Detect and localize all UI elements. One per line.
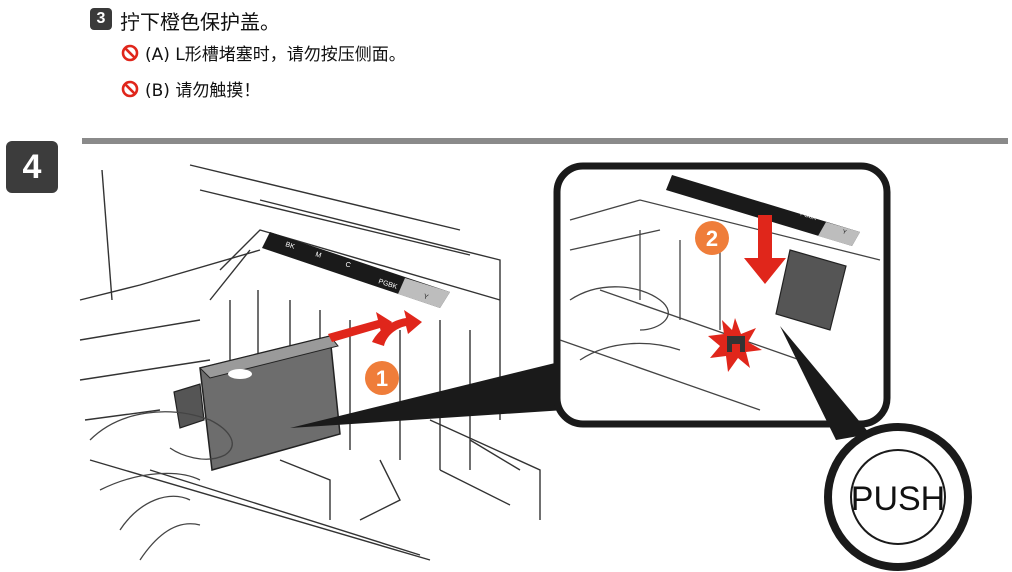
zoom-slot-label-c: C [769, 199, 776, 206]
warning-a-text: (A) L形槽堵塞时，请勿按压侧面。 [145, 45, 406, 65]
hand-outline [89, 411, 233, 561]
step-3-badge: 3 [90, 8, 112, 30]
zoom-inset: BK M C PGBK Y 2 [553, 162, 891, 428]
push-label: PUSH [851, 480, 945, 518]
slot-label-strip: BK M C PGBK Y [262, 232, 450, 308]
push-down-arrow-icon [744, 215, 786, 284]
slot-label-bk: BK [284, 241, 295, 251]
zoom-slot-label-bk: BK [709, 181, 718, 189]
prohibited-icon [121, 44, 139, 61]
prohibited-icon [121, 80, 139, 97]
zoom-pointer [290, 352, 600, 428]
zoom-slot-label-pgbk: PGBK [799, 211, 817, 222]
ink-cartridge [173, 335, 341, 471]
callout-1: 1 [365, 361, 399, 395]
slot-label-c: C [344, 261, 351, 269]
step-4-badge: 4 [6, 141, 58, 193]
slot-label-m: M [314, 251, 322, 260]
slot-label-y: Y [422, 293, 429, 301]
callout-2-label: 2 [706, 226, 718, 251]
callout-1-label: 1 [376, 366, 388, 391]
zoom-slot-label-m: M [739, 190, 746, 197]
warning-b-text: (B) 请勿触摸！ [145, 81, 261, 101]
section-divider [82, 138, 1008, 144]
step-3-instruction: 拧下橙色保护盖。 [120, 10, 280, 34]
click-burst-icon [708, 318, 762, 372]
warning-a: (A) L形槽堵塞时，请勿按压侧面。 [121, 40, 406, 65]
zoom-slot-label-y: Y [841, 229, 847, 236]
push-callout: PUSH [780, 326, 972, 571]
step-4-number: 4 [22, 147, 42, 186]
step-3-number: 3 [96, 10, 106, 27]
insert-arrows [328, 310, 422, 346]
warning-b: (B) 请勿触摸！ [121, 76, 260, 101]
printer-body [79, 164, 541, 561]
